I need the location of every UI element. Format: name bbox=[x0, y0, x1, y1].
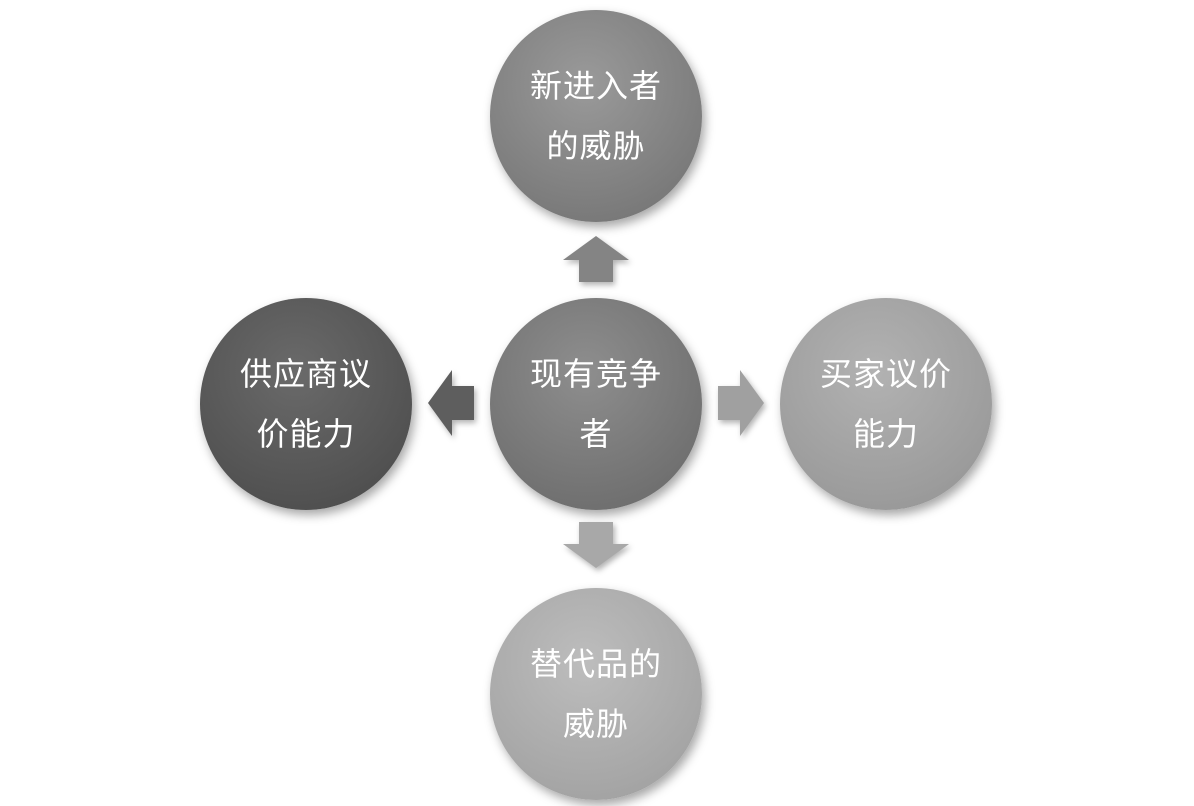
node-buyer-bargaining-power: 买家议价 能力 bbox=[780, 298, 992, 510]
node-existing-competitors: 现有竞争 者 bbox=[490, 298, 702, 510]
arrow-up-icon bbox=[561, 234, 631, 284]
node-new-entrants-threat: 新进入者 的威胁 bbox=[490, 10, 702, 222]
node-label-line1: 新进入者 bbox=[529, 67, 662, 105]
node-label-line1: 供应商议 bbox=[239, 355, 372, 393]
arrow-left-icon bbox=[426, 368, 476, 438]
arrow-right-icon bbox=[716, 368, 766, 438]
node-label-line1: 现有竞争 bbox=[529, 355, 662, 393]
node-label-line2: 能力 bbox=[852, 415, 919, 453]
node-label-line2: 的威胁 bbox=[546, 127, 646, 165]
arrow-down-icon bbox=[561, 520, 631, 570]
node-label-line2: 者 bbox=[579, 415, 613, 453]
node-label-line1: 替代品的 bbox=[529, 645, 662, 683]
node-label-line2: 价能力 bbox=[256, 415, 356, 453]
node-supplier-bargaining-power: 供应商议 价能力 bbox=[200, 298, 412, 510]
node-label-line2: 威胁 bbox=[562, 705, 629, 743]
node-substitutes-threat: 替代品的 威胁 bbox=[490, 588, 702, 800]
node-label-line1: 买家议价 bbox=[819, 355, 952, 393]
